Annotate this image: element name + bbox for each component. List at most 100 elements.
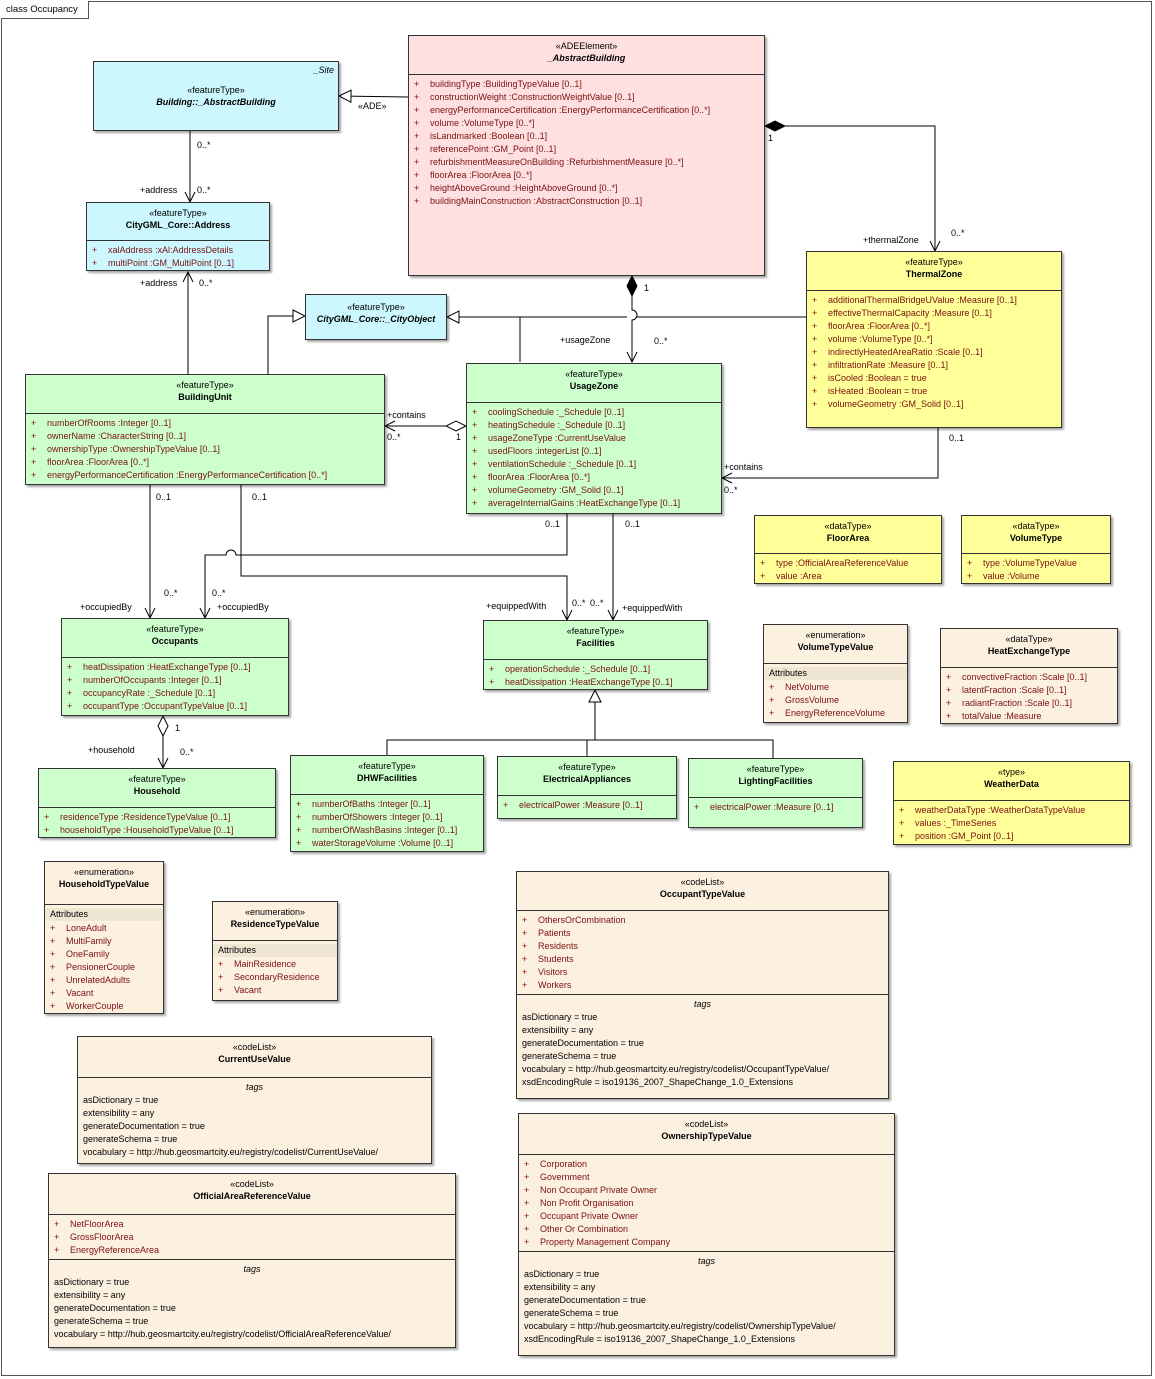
attribute-list: +OthersOrCombination +Patients +Resident…	[517, 910, 888, 994]
class-occupants[interactable]: «featureType» Occupants +heatDissipation…	[61, 618, 289, 716]
tag: extensibility = any	[522, 1025, 594, 1035]
multiplicity-label: 0..1	[156, 492, 172, 502]
attribute: +Other Or Combination	[524, 1224, 629, 1234]
stereotype: «enumeration»	[244, 907, 306, 917]
tag: generateDocumentation = true	[83, 1121, 205, 1131]
attribute: +infiltrationRate :Measure [0..1]	[812, 360, 949, 370]
class-building-abstractbuilding[interactable]: _Site «featureType» Building::_AbstractB…	[93, 61, 339, 131]
attribute: +totalValue :Measure	[946, 711, 1042, 721]
class-citygml-cityobject[interactable]: «featureType» CityGML_Core::_CityObject	[305, 294, 447, 340]
stereotype: «codeList»	[684, 1119, 729, 1129]
section-label: Attributes	[213, 944, 337, 957]
attribute: +volumeGeometry :GM_Solid [0..1]	[472, 485, 624, 495]
tag: asDictionary = true	[54, 1277, 130, 1287]
tag: vocabulary = http://hub.geosmartcity.eu/…	[54, 1329, 391, 1339]
class-name: ResidenceTypeValue	[230, 919, 320, 929]
class-heatexchangetype[interactable]: «dataType» HeatExchangeType +convectiveF…	[940, 628, 1118, 724]
class-lightingfacilities[interactable]: «featureType» LightingFacilities +electr…	[688, 758, 863, 828]
class-residencetypevalue[interactable]: «enumeration» ResidenceTypeValue Attribu…	[212, 901, 338, 1001]
class-ownershiptypevalue[interactable]: «codeList» OwnershipTypeValue +Corporati…	[518, 1113, 895, 1356]
tag: xsdEncodingRule = iso19136_2007_ShapeCha…	[522, 1077, 793, 1087]
class-thermalzone[interactable]: «featureType» ThermalZone +additionalThe…	[806, 251, 1062, 428]
attribute: +electricalPower :Measure [0..1]	[694, 802, 834, 812]
attribute: +SecondaryResidence	[218, 972, 320, 982]
tag-list: tags asDictionary = true extensibility =…	[519, 1251, 894, 1348]
attribute: +isHeated :Boolean = true	[812, 386, 928, 396]
attribute: +averageInternalGains :HeatExchangeType …	[472, 498, 681, 508]
class-floorarea[interactable]: «dataType» FloorArea +type :OfficialArea…	[754, 515, 942, 584]
role-label: +equippedWith	[622, 603, 683, 613]
multiplicity-label: 0..*	[164, 588, 178, 598]
stereotype: «type»	[997, 767, 1026, 777]
attribute: +indirectlyHeatedAreaRatio :Scale [0..1]	[812, 347, 983, 357]
attribute-list: Attributes +NetVolume +GrossVolume +Ener…	[764, 663, 907, 722]
multiplicity-label: 0..*	[724, 485, 738, 495]
multiplicity-label: 0..*	[197, 185, 211, 195]
attribute: +latentFraction :Scale [0..1]	[946, 685, 1067, 695]
class-volumetypevalue[interactable]: «enumeration» VolumeTypeValue Attributes…	[763, 624, 908, 723]
attribute: +energyPerformanceCertification :EnergyP…	[31, 470, 328, 480]
attribute: +constructionWeight :ConstructionWeightV…	[414, 92, 635, 102]
attribute: +buildingMainConstruction :AbstractConst…	[414, 196, 643, 206]
class-name: FloorArea	[826, 533, 870, 543]
class-name: ThermalZone	[905, 269, 963, 279]
attribute: +GrossFloorArea	[54, 1232, 134, 1242]
class-weatherdata[interactable]: «type» WeatherData +weatherDataType :Wea…	[893, 761, 1130, 845]
usagezone-occupants-association	[205, 514, 568, 618]
multiplicity-label: 0..*	[590, 598, 604, 608]
attribute-list: +buildingType :BuildingTypeValue [0..1] …	[409, 74, 764, 210]
attribute: +Workers	[522, 980, 572, 990]
attribute: +heatingSchedule :_Schedule [0..1]	[472, 420, 626, 430]
class-citygml-address[interactable]: «featureType» CityGML_Core::Address +xal…	[86, 202, 270, 271]
stereotype: «featureType»	[149, 208, 207, 218]
attribute: +isCooled :Boolean = true	[812, 373, 927, 383]
class-usagezone[interactable]: «featureType» UsageZone +coolingSchedule…	[466, 363, 722, 514]
attribute: +residenceType :ResidenceTypeValue [0..1…	[44, 812, 231, 822]
tag: extensibility = any	[83, 1108, 155, 1118]
class-facilities[interactable]: «featureType» Facilities +operationSched…	[483, 620, 708, 690]
multiplicity-label: 1	[456, 432, 462, 442]
class-buildingunit[interactable]: «featureType» BuildingUnit +numberOfRoom…	[25, 374, 385, 485]
role-label: +contains	[724, 462, 763, 472]
attribute: +effectiveThermalCapacity :Measure [0..1…	[812, 308, 992, 318]
stereotype: «featureType»	[565, 369, 623, 379]
attribute: +operationSchedule :_Schedule [0..1]	[489, 664, 651, 674]
tags-title: tags	[243, 1264, 261, 1274]
attribute: +referencePoint :GM_Point [0..1]	[414, 144, 557, 154]
class-adeelement-abstractbuilding[interactable]: «ADEElement» _AbstractBuilding +building…	[408, 35, 765, 276]
class-occupanttypevalue[interactable]: «codeList» OccupantTypeValue +OthersOrCo…	[516, 871, 889, 1099]
attribute: +Government	[524, 1172, 590, 1182]
class-name: Facilities	[576, 638, 615, 648]
class-household[interactable]: «featureType» Household +residenceType :…	[38, 768, 276, 838]
attribute: +Non Occupant Private Owner	[524, 1185, 658, 1195]
attribute: +Students	[522, 954, 574, 964]
class-name: WeatherData	[984, 779, 1039, 789]
attribute: +floorArea :FloorArea [0..*]	[472, 472, 591, 482]
class-officialareareferencevalue[interactable]: «codeList» OfficialAreaReferenceValue +N…	[48, 1173, 456, 1348]
class-name: _AbstractBuilding	[547, 53, 626, 63]
multiplicity-label: 0..*	[654, 336, 668, 346]
attribute: +OneFamily	[50, 949, 110, 959]
role-label: +household	[88, 745, 135, 755]
attribute: +LoneAdult	[50, 923, 107, 933]
tag: xsdEncodingRule = iso19136_2007_ShapeCha…	[524, 1334, 795, 1344]
class-dhwfacilities[interactable]: «featureType» DHWFacilities +numberOfBat…	[290, 755, 484, 852]
class-electricalappliances[interactable]: «featureType» ElectricalAppliances +elec…	[497, 756, 677, 819]
tag: generateDocumentation = true	[524, 1295, 646, 1305]
tag-list: tags asDictionary = true extensibility =…	[49, 1259, 455, 1343]
attribute-list: +electricalPower :Measure [0..1]	[689, 797, 862, 816]
multiplicity-label: 0..*	[212, 588, 226, 598]
attribute: +radiantFraction :Scale [0..1]	[946, 698, 1073, 708]
class-householdtypevalue[interactable]: «enumeration» HouseholdTypeValue Attribu…	[44, 861, 164, 1014]
class-volumetype[interactable]: «dataType» VolumeType +type :VolumeTypeV…	[961, 515, 1111, 584]
class-name: HouseholdTypeValue	[58, 879, 150, 889]
attribute: +numberOfShowers :Integer [0..1]	[296, 812, 443, 822]
class-currentusevalue[interactable]: «codeList» CurrentUseValue tags asDictio…	[77, 1036, 432, 1164]
attribute: +numberOfRooms :Integer [0..1]	[31, 418, 172, 428]
class-name: BuildingUnit	[178, 392, 232, 402]
attribute-list: +type :OfficialAreaReferenceValue +value…	[755, 553, 941, 583]
attribute: +type :VolumeTypeValue	[967, 558, 1077, 568]
role-label: +usageZone	[560, 335, 611, 345]
attribute: +numberOfBaths :Integer [0..1]	[296, 799, 431, 809]
tag: generateDocumentation = true	[522, 1038, 644, 1048]
